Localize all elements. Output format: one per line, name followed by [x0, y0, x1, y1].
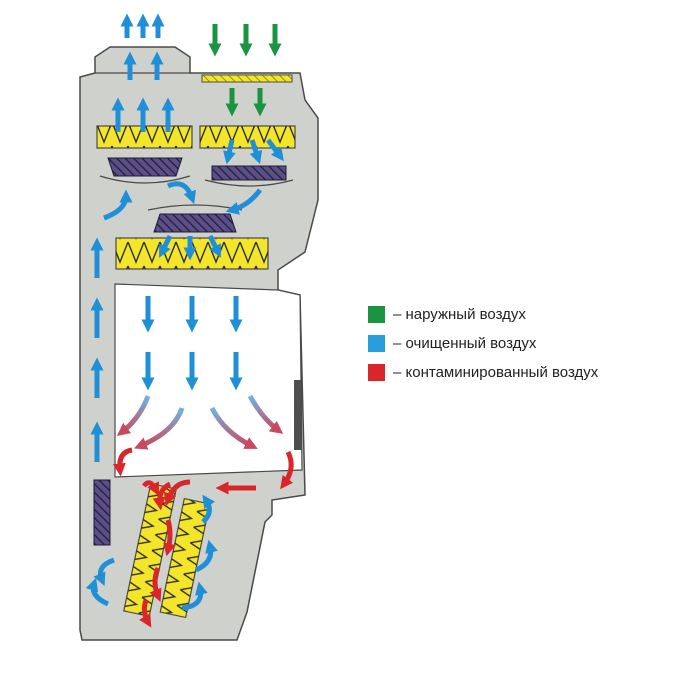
clean-air-arrow [166, 181, 196, 205]
contaminated-air-arrow [139, 599, 152, 628]
contaminated-air-arrow [280, 450, 294, 490]
contaminated-air-arrow [163, 519, 176, 557]
legend-label: – очищенный воздух [393, 335, 537, 352]
legend: – наружный воздух – очищенный воздух – к… [368, 300, 598, 387]
intake-hepa-filter-pleats [200, 126, 295, 148]
clean-air-arrow [201, 494, 216, 524]
work-area [114, 283, 303, 478]
legend-label: – наружный воздух [393, 306, 526, 323]
mixing-air-arrow [116, 395, 151, 436]
exhaust-fan-housing [99, 175, 191, 184]
intake-grille [201, 74, 293, 83]
contaminated-air-arrow [112, 447, 133, 477]
contaminated-air-arrow [142, 480, 159, 496]
clean-air-arrow [223, 139, 236, 165]
clean-air-arrow [266, 138, 284, 162]
intake-fan [211, 165, 287, 181]
mixing-air-arrow [209, 406, 258, 449]
outside-air-swatch [368, 306, 385, 323]
contaminated-air-arrow [152, 481, 172, 511]
clean-air-arrow [159, 234, 173, 258]
legend-item-outside-air: – наружный воздух [368, 300, 598, 329]
clean-air-arrow [93, 557, 115, 586]
clean-air-arrows [85, 13, 284, 611]
clean-air-arrow [181, 581, 208, 611]
intake-fan-housing [204, 179, 294, 187]
clean-air-arrow [225, 188, 262, 215]
mixing-air-arrow [133, 407, 185, 450]
contaminated-air-arrow [149, 567, 162, 602]
mixing-air-arrows [116, 394, 284, 450]
clean-air-arrow [85, 577, 110, 607]
mixing-air-arrow [247, 394, 284, 434]
clean-air-arrow [103, 189, 133, 221]
contaminated-air-arrows [112, 447, 294, 628]
return-grille [93, 479, 111, 546]
contaminated-air-arrow [163, 479, 191, 507]
downflow-fan [153, 213, 237, 233]
exhaust-fan [107, 157, 183, 177]
clean-air-arrow [194, 539, 218, 573]
front-sash [294, 380, 302, 450]
contaminated-air-swatch [368, 364, 385, 381]
clean-air-swatch [368, 335, 385, 352]
legend-item-contaminated-air: – контаминированный воздух [368, 358, 598, 387]
outside-air-arrows [208, 24, 282, 117]
legend-label: – контаминированный воздух [393, 364, 599, 381]
legend-item-clean-air: – очищенный воздух [368, 329, 598, 358]
clean-air-arrow [207, 234, 221, 258]
clean-air-arrow [249, 139, 263, 165]
